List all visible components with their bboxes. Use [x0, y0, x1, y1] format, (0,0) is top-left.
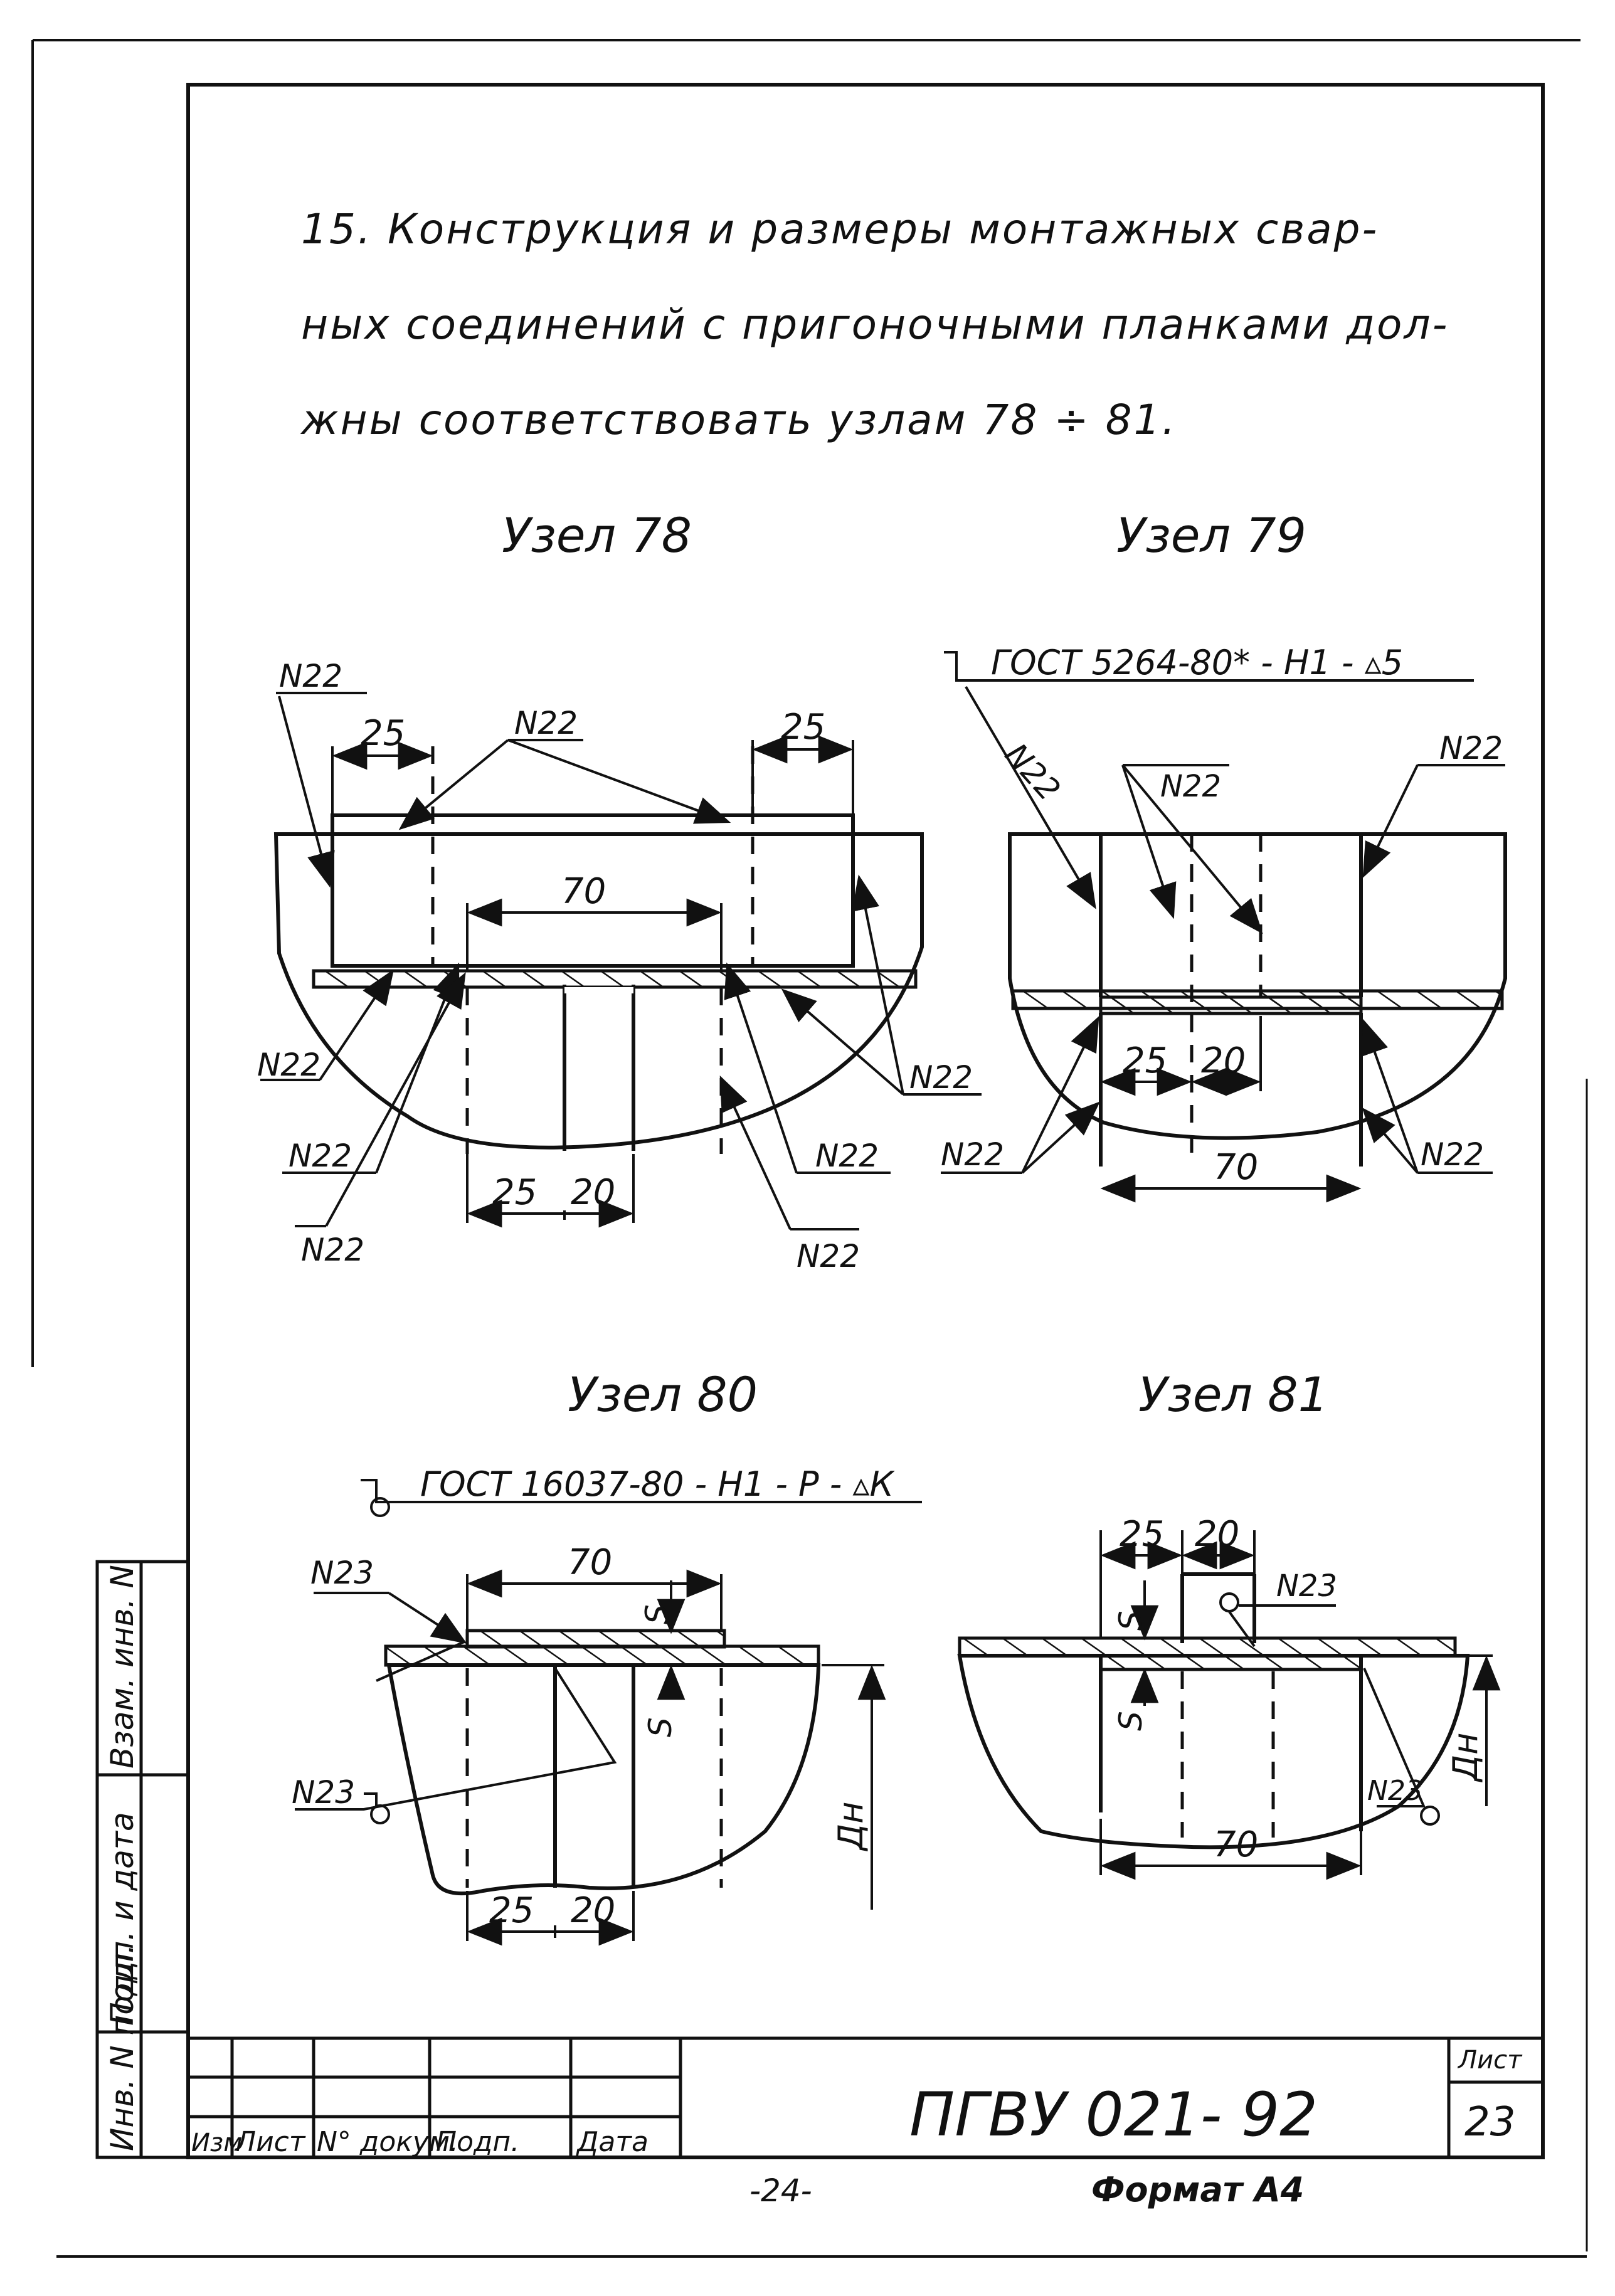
node-78-dim-span: 70: [561, 871, 606, 912]
node-79-dim-b: 20: [1201, 1040, 1246, 1081]
side-stamp-signature: Подп. и дата: [104, 1812, 140, 2026]
node-79-mark-5: N22: [1421, 1136, 1484, 1173]
intro-line-1: 15. Конструкция и размеры монтажных свар…: [301, 205, 1379, 253]
node-78-dim-right-top: 25: [781, 707, 825, 748]
node-80-dim-s2: S: [642, 1717, 679, 1737]
node-80-title: Узел 80: [568, 1367, 758, 1422]
node-81-dim-dh: Дн: [1446, 1733, 1485, 1783]
node-78-dim-bottom-b: 20: [571, 1172, 615, 1213]
side-stamp: [95, 1560, 190, 2159]
node-78-dim-left-top: 25: [361, 713, 405, 754]
intro-line-3: жны соответствовать узлам 78 ÷ 81.: [301, 396, 1177, 444]
node-79-spec: ГОСТ 5264-80* - Н1 - ▵5: [991, 643, 1403, 682]
node-80-dim-dh: Дн: [831, 1802, 871, 1852]
node-78-dim-bottom-a: 25: [492, 1172, 537, 1213]
node-80: Узел 80 ГОСТ 16037-80 - Н1 - Р - ▵К: [292, 1367, 922, 1946]
node-81-dim-span: 70: [1214, 1824, 1258, 1865]
node-79-title: Узел 79: [1116, 507, 1306, 563]
node-81-dim-s1: S: [1113, 1611, 1149, 1631]
title-block-col-sign: Подп.: [436, 2126, 519, 2158]
node-81-dim-a: 25: [1120, 1514, 1164, 1555]
node-81-mark-2: N23: [1367, 1775, 1423, 1807]
node-78: Узел 78: [257, 507, 982, 1274]
sheet-number: 23: [1464, 2099, 1515, 2145]
node-80-dim-s1: S: [639, 1604, 675, 1624]
node-81-dim-s2: S: [1113, 1711, 1149, 1731]
node-80-mark-2: N23: [292, 1774, 355, 1811]
node-78-title: Узел 78: [502, 507, 692, 563]
node-78-mark-3: N22: [257, 1047, 320, 1083]
title-block-col-sheet: Лист: [234, 2126, 306, 2158]
node-79-mark-1: N22: [998, 736, 1067, 808]
side-stamp-inventory: Инв. N подл.: [104, 1944, 140, 2151]
sheet-label: Лист: [1457, 2046, 1523, 2075]
node-78-mark-4: N22: [289, 1138, 352, 1174]
node-81-dim-b: 20: [1195, 1514, 1239, 1555]
node-80-dim-a: 25: [489, 1890, 534, 1931]
title-block-col-doc: N° докум.: [317, 2126, 458, 2158]
node-79-mark-4: N22: [941, 1136, 1004, 1173]
node-80-dim-b: 20: [571, 1890, 615, 1931]
format-label: Формат А4: [1091, 2170, 1304, 2209]
intro-paragraph: 15. Конструкция и размеры монтажных свар…: [301, 182, 1530, 468]
node-80-spec: ГОСТ 16037-80 - Н1 - Р - ▵К: [420, 1464, 896, 1504]
intro-line-2: ных соединений с пригоночными планками д…: [301, 300, 1449, 349]
sheet-frame: [31, 39, 1588, 2258]
node-80-mark-1: N23: [310, 1555, 374, 1591]
title-block-col-izm: Изм: [191, 2129, 242, 2157]
node-78-mark-5: N22: [301, 1232, 364, 1268]
node-79: Узел 79 ГОСТ 5264-80* - Н1 - ▵5 25 20 70: [941, 507, 1507, 1203]
node-80-dim-span: 70: [568, 1542, 612, 1583]
side-stamp-replacement: Взам. инв. N: [104, 1565, 140, 1769]
node-78-mark-6: N22: [815, 1138, 879, 1174]
node-81: Узел 81 25 2: [957, 1367, 1501, 1880]
node-79-mark-3: N22: [1439, 730, 1503, 766]
node-78-mark-7: N22: [797, 1238, 860, 1274]
node-78-mark-1: N22: [279, 658, 342, 694]
document-code: ПГВУ 021- 92: [909, 2080, 1318, 2150]
node-78-mark-2: N22: [514, 705, 578, 741]
node-81-mark-1: N23: [1276, 1569, 1337, 1604]
node-78-mark-8: N22: [909, 1059, 973, 1096]
page-number: -24-: [749, 2172, 812, 2209]
title-block: [188, 2036, 1543, 2157]
node-79-dim-span: 70: [1214, 1147, 1258, 1188]
node-79-dim-a: 25: [1123, 1040, 1167, 1081]
node-81-title: Узел 81: [1138, 1367, 1328, 1422]
node-79-mark-2: N22: [1160, 769, 1221, 804]
title-block-col-date: Дата: [576, 2126, 649, 2158]
